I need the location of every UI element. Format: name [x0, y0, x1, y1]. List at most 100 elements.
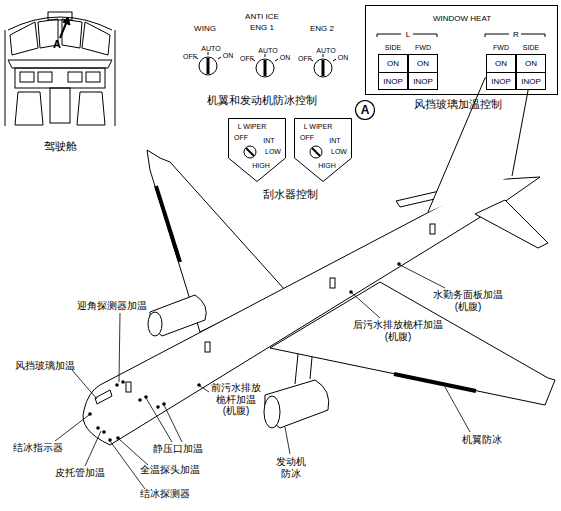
panel-outline: [229, 119, 286, 182]
leader-line: [119, 313, 120, 382]
node-text: L: [406, 31, 410, 39]
node-text: HIGH: [318, 162, 336, 169]
part-label: 水勤务面板加温 (机腹): [433, 289, 503, 312]
selector-knob: [256, 59, 274, 77]
panel-title: ANTI ICE: [245, 12, 279, 21]
button-text: ON: [409, 55, 437, 73]
node-text: R: [513, 31, 519, 39]
node-text: SIDE: [523, 44, 539, 51]
part-label: 机翼防冰: [462, 434, 502, 446]
callout-letter: A: [53, 38, 61, 51]
node-text: WINDOW HEAT: [433, 15, 491, 23]
node-text: L WIPER: [304, 123, 333, 130]
node-text: FWD: [415, 44, 431, 51]
sensor-dot: [102, 430, 106, 434]
push-button: ONINOP: [408, 54, 438, 90]
engine-intake: [264, 396, 280, 428]
anti-ice-knobs: [195, 52, 336, 77]
pilot-seat: [15, 92, 43, 125]
wing-anti-ice-zone: [156, 186, 180, 262]
sensor-dot: [138, 398, 142, 402]
near-engine: [265, 380, 329, 428]
switch-name: ENG 1: [250, 23, 274, 32]
sensor-dot: [96, 426, 100, 430]
switch-position: ON: [223, 52, 234, 60]
leader-line: [445, 387, 470, 432]
switch-position: AUTO: [201, 45, 220, 53]
center-pedestal: [50, 88, 70, 123]
view-marker: A: [355, 100, 375, 120]
switch-position: ON: [280, 54, 291, 62]
door: [126, 382, 131, 392]
knob-ticks: [195, 52, 221, 59]
button-text: ON: [487, 55, 515, 73]
leader-line: [72, 370, 97, 399]
push-button: ONINOP: [516, 54, 546, 90]
part-label: 结冰探测器: [140, 488, 190, 500]
knob-ticks: [310, 54, 336, 61]
selector-knob: [314, 59, 332, 77]
part-label: 迎角探测器加温: [77, 300, 147, 312]
caption: 风挡玻璃加温控制: [414, 98, 502, 111]
button-text: INOP: [487, 73, 515, 90]
door: [430, 224, 435, 234]
node-text: LOW: [265, 148, 281, 155]
leader-line: [352, 293, 380, 318]
button-text: ON: [379, 55, 407, 73]
switch-position: AUTO: [258, 47, 277, 55]
arrow-head: [63, 17, 70, 25]
wiper-panel: L WIPEROFFINTLOWHIGH: [294, 118, 352, 182]
switch-position: OFF: [183, 53, 197, 61]
knob-ticks: [252, 54, 278, 61]
knob-pointer: [322, 60, 325, 76]
leader-line: [146, 398, 172, 442]
caption: 驾驶舱: [44, 140, 77, 153]
button-text: ON: [517, 55, 545, 73]
fuselage: [83, 177, 540, 445]
push-button: ONINOP: [378, 54, 408, 90]
button-text: INOP: [517, 73, 545, 90]
display-screen: [20, 72, 34, 82]
leader-lines: [55, 265, 470, 489]
button-text: INOP: [379, 73, 407, 90]
airplane: [83, 78, 555, 445]
instrument-panel: [15, 68, 105, 88]
sensor-dot: [156, 405, 160, 409]
control-panel: WINDOW HEATLRSIDEFWDFWDSIDEONINOPONINOPO…: [365, 5, 558, 95]
node-text: L WIPER: [238, 123, 267, 130]
leader-line: [110, 441, 145, 489]
knob-pointer: [246, 148, 254, 156]
node-text: OFF: [300, 134, 314, 141]
node-text: A: [361, 104, 370, 116]
display-screen: [38, 72, 52, 82]
near-stabilizer: [475, 200, 548, 248]
leader-line: [285, 427, 290, 454]
engine-pylon: [295, 354, 312, 384]
cockpit-drawing: [5, 12, 115, 126]
knob-pointer: [207, 58, 210, 74]
switch-position: OFF: [240, 55, 254, 63]
cockpit-window: [10, 22, 38, 55]
push-button: ONINOP: [486, 54, 516, 90]
sensor-dot: [121, 380, 125, 384]
leader-line: [200, 386, 209, 392]
leader-line: [55, 415, 89, 441]
door: [205, 342, 210, 352]
part-label: 前污水排放 桅杆加温 (机腹): [211, 382, 261, 417]
caption: 刮水器控制: [263, 188, 318, 201]
switch-name: WING: [194, 24, 216, 33]
glareshield: [8, 60, 112, 68]
cockpit-windshield: [95, 390, 112, 404]
part-label: 结冰指示器: [13, 442, 63, 454]
caption: 机翼和发动机防冰控制: [207, 94, 317, 107]
selector-knob: [199, 57, 217, 75]
switch-name: ENG 2: [310, 24, 334, 33]
leader-line: [164, 405, 182, 442]
part-label: 后污水排放桅杆加温 (机腹): [353, 319, 443, 342]
display-screen: [68, 72, 82, 82]
node-text: HIGH: [252, 162, 270, 169]
button-text: INOP: [409, 73, 437, 90]
knob-pointer: [264, 60, 267, 76]
leader-line: [400, 265, 445, 288]
